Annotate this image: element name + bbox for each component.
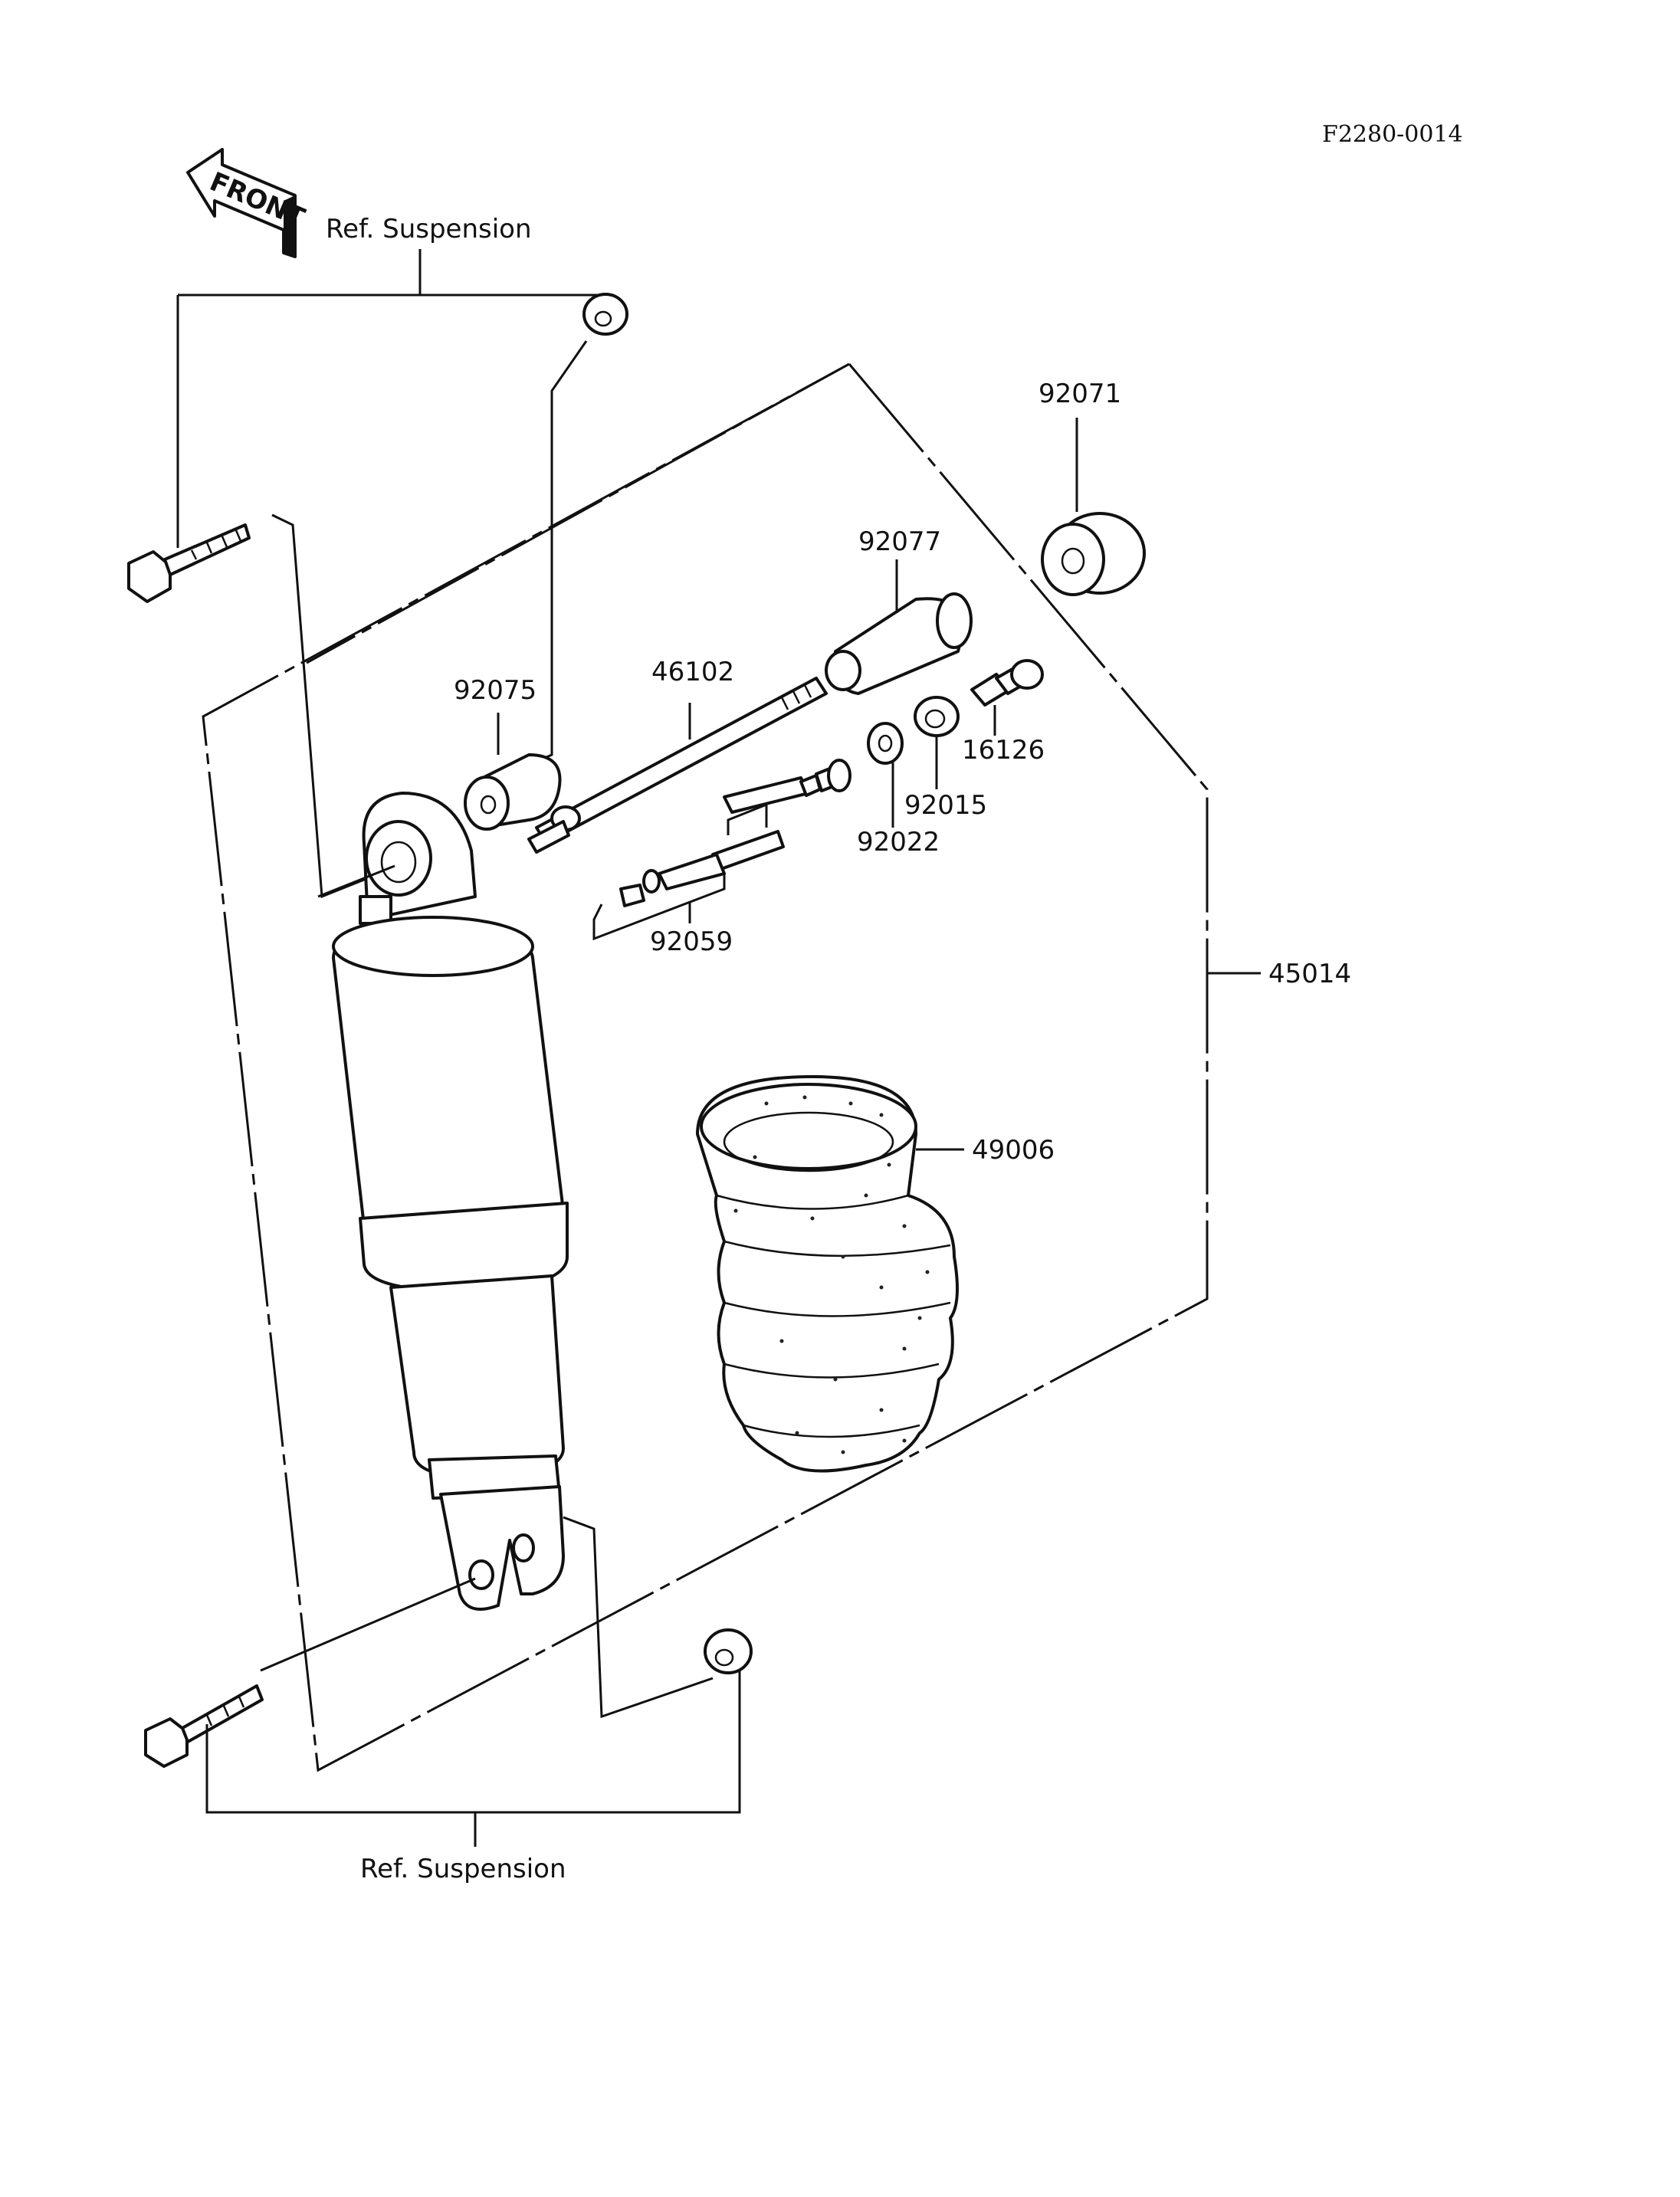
label-16126: 16126 xyxy=(962,735,1045,766)
ref-bracket-top xyxy=(176,249,605,548)
part-16126-valve xyxy=(970,659,1044,707)
ref-suspension-bottom: Ref. Suspension xyxy=(360,1854,566,1884)
label-92071: 92071 xyxy=(1039,379,1121,409)
part-92075-bushing xyxy=(464,753,562,831)
label-92022: 92022 xyxy=(857,827,940,857)
label-49006: 49006 xyxy=(972,1135,1055,1166)
part-92059-hose xyxy=(619,759,851,907)
axis-line-upper xyxy=(317,864,395,898)
front-arrow-icon: FRONT xyxy=(186,148,310,258)
label-92077: 92077 xyxy=(858,526,941,557)
bracket-92059 xyxy=(592,803,768,941)
label-92075: 92075 xyxy=(454,675,536,706)
part-92022-washer xyxy=(867,722,904,765)
figure-code: F2280-0014 xyxy=(1322,121,1463,148)
assembly-frame xyxy=(202,362,1209,1772)
part-92071-grommet xyxy=(1041,512,1146,596)
shock-lower-clevis xyxy=(439,1485,565,1611)
part-92015-nut xyxy=(914,696,960,737)
nut-leader-lower xyxy=(563,1516,714,1719)
top-nut xyxy=(582,293,628,336)
part-92077-collar xyxy=(825,592,973,695)
part-46102-bolt xyxy=(527,677,828,854)
shock-body xyxy=(332,916,569,1500)
axis-line-lower xyxy=(260,1577,476,1672)
label-92059: 92059 xyxy=(650,926,733,957)
ref-bracket-bottom xyxy=(205,1671,741,1847)
top-bolt xyxy=(127,523,251,603)
ref-suspension-top: Ref. Suspension xyxy=(326,214,532,244)
label-46102: 46102 xyxy=(651,657,734,687)
front-label: FRONT xyxy=(205,166,310,234)
label-92015: 92015 xyxy=(904,790,987,821)
label-45014: 45014 xyxy=(1268,959,1351,989)
part-49006-boot xyxy=(696,1075,959,1473)
shock-upper-eye xyxy=(359,792,477,925)
lower-nut xyxy=(704,1628,753,1674)
bolt-leader-top xyxy=(271,513,380,899)
lower-bolt xyxy=(144,1684,264,1768)
